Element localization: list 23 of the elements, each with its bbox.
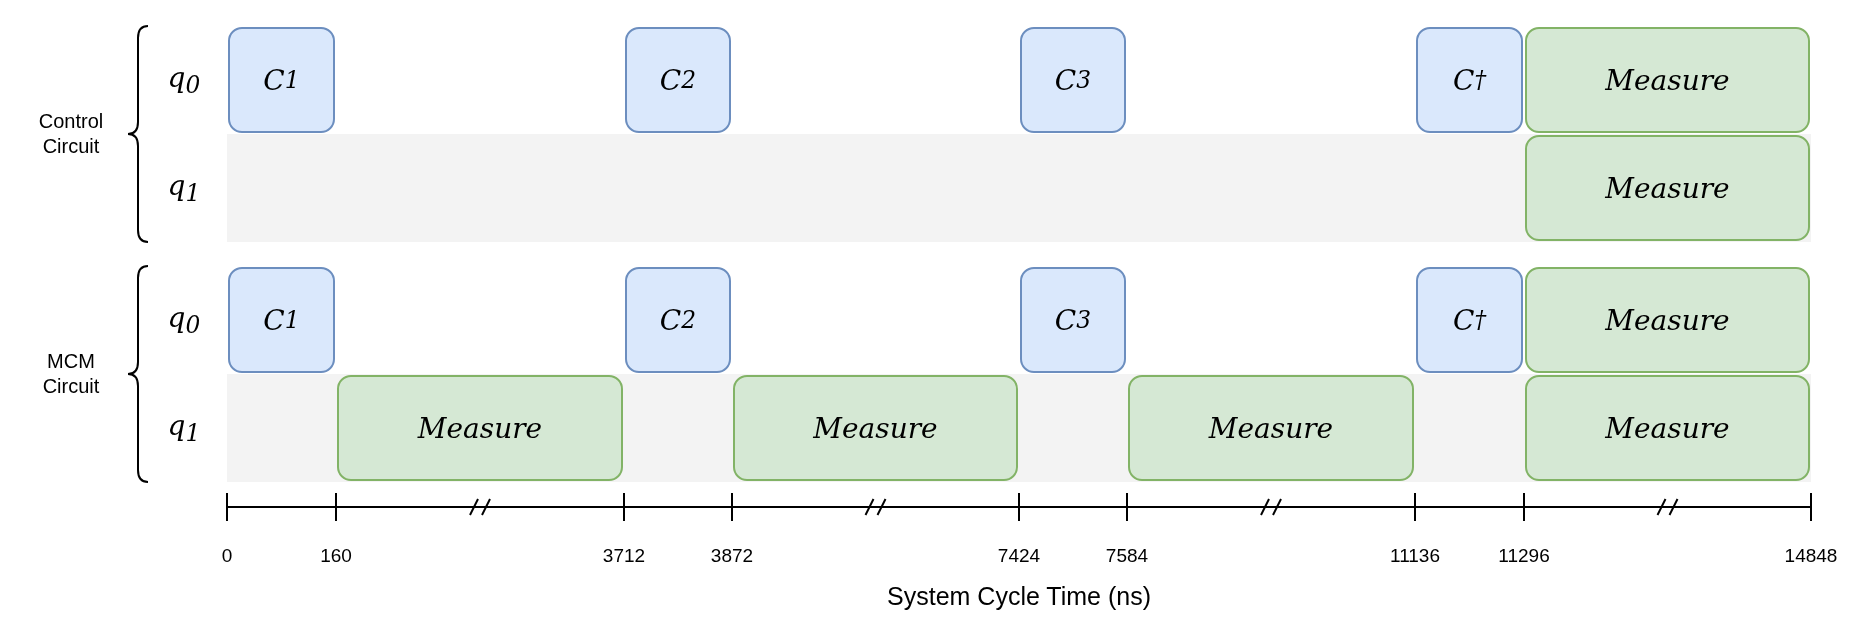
measure-box: Measure xyxy=(1525,135,1810,241)
circuit-label: MCM Circuit xyxy=(41,349,101,399)
tick-label: 0 xyxy=(221,545,233,567)
qubit-label: q$_{1}$ xyxy=(167,408,201,448)
circuit-label: Control Circuit xyxy=(37,109,105,159)
axis-title: System Cycle Time (ns) xyxy=(887,581,1151,611)
tick-label: 3872 xyxy=(710,545,754,567)
tick-label: 7584 xyxy=(1105,545,1149,567)
measure-box: Measure xyxy=(337,375,623,481)
tick-label: 160 xyxy=(320,545,352,567)
tick-label: 11296 xyxy=(1498,545,1550,567)
measure-box: Measure xyxy=(1525,267,1810,373)
qubit-label: q$_{0}$ xyxy=(167,60,201,100)
tick-label: 3712 xyxy=(602,545,646,567)
tick-label: 14848 xyxy=(1784,545,1838,567)
qubit-label: q$_{0}$ xyxy=(167,300,201,340)
measure-box: Measure xyxy=(1525,375,1810,481)
measure-box: Measure xyxy=(733,375,1018,481)
tick-label: 11136 xyxy=(1390,545,1440,567)
qubit-label: q$_{1}$ xyxy=(167,168,201,208)
measure-box: Measure xyxy=(1525,27,1810,133)
tick-label: 7424 xyxy=(997,545,1041,567)
measure-box: Measure xyxy=(1128,375,1414,481)
